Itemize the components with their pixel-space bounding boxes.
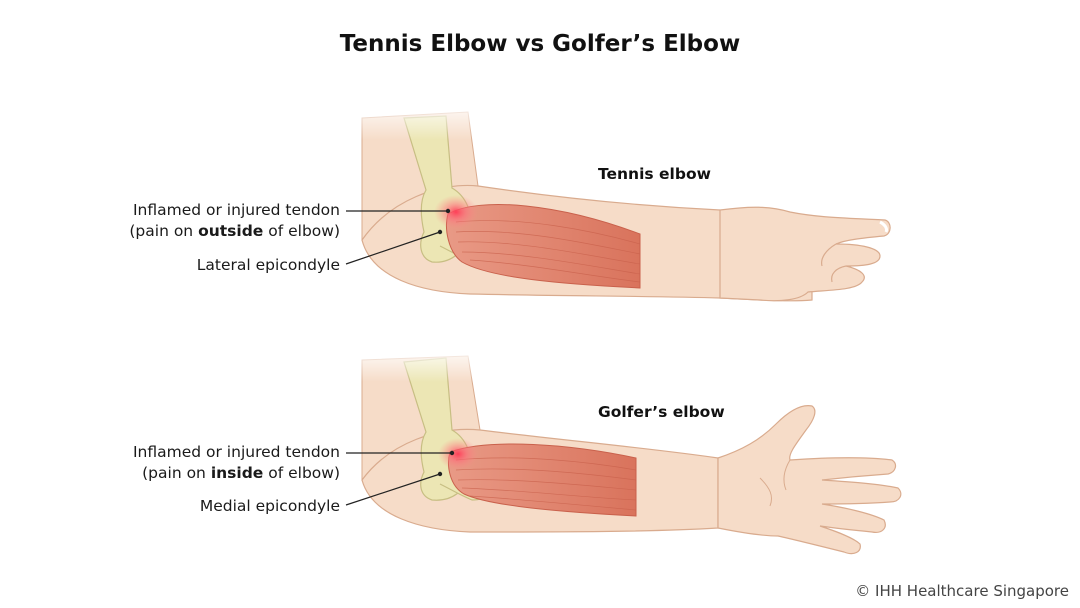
- golfers-tendon-line2-post: of elbow): [263, 464, 340, 482]
- tennis-elbow-arm: [355, 100, 891, 302]
- tennis-tendon-line2-post: of elbow): [263, 222, 340, 240]
- golfers-tendon-label-line1: Inflamed or injured tendon: [132, 443, 340, 461]
- golfers-elbow-label: Golfer’s elbow: [598, 403, 725, 421]
- tennis-elbow-label: Tennis elbow: [598, 165, 711, 183]
- golfers-tendon-line2-pre: (pain on: [142, 464, 211, 482]
- tennis-hand: [719, 206, 891, 302]
- lateral-epicondyle-label: Lateral epicondyle: [196, 256, 340, 274]
- medial-epicondyle-label: Medial epicondyle: [199, 497, 340, 515]
- tennis-tendon-line2-bold: outside: [198, 222, 264, 240]
- tennis-tendon-line2-pre: (pain on: [129, 222, 199, 240]
- tennis-inflammation: [434, 195, 478, 229]
- golfers-tendon-label: Inflamed or injured tendon (pain on insi…: [133, 442, 340, 484]
- leader-lines: [345, 208, 455, 506]
- tennis-tendon-label: Inflamed or injured tendon (pain on outs…: [129, 200, 340, 242]
- tennis-muscle: [446, 204, 641, 289]
- golfers-tendon-label-line2: (pain on inside of elbow): [133, 463, 340, 484]
- tennis-tendon-label-line2: (pain on outside of elbow): [129, 221, 340, 242]
- golfers-inflammation: [438, 438, 478, 470]
- golfers-hand: [717, 405, 902, 555]
- golfers-epicondyle-leader: [345, 473, 441, 506]
- copyright-notice: © IHH Healthcare Singapore: [855, 582, 1069, 600]
- page-title: Tennis Elbow vs Golfer’s Elbow: [339, 31, 741, 57]
- golfers-elbow-arm: [355, 346, 902, 555]
- tennis-epicondyle-leader: [345, 231, 441, 265]
- golfers-tendon-line2-bold: inside: [210, 464, 264, 482]
- tennis-tendon-label-line1: Inflamed or injured tendon: [132, 201, 340, 219]
